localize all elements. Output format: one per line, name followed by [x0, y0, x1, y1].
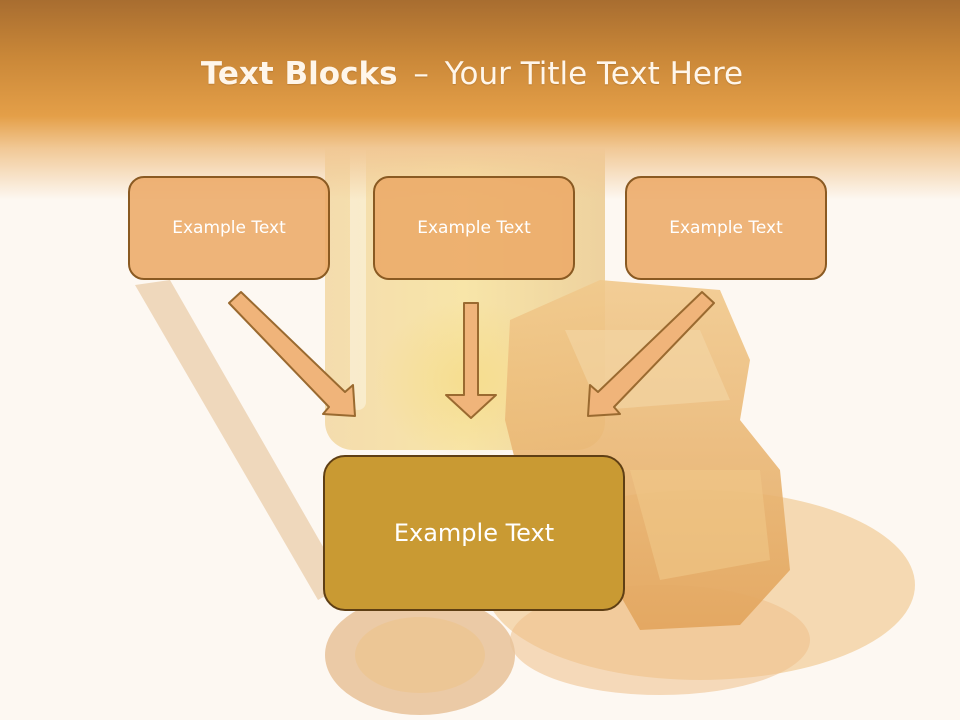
main-text-block-label: Example Text [393, 519, 555, 547]
text-block-3[interactable]: Example Text [625, 176, 827, 280]
arrow-down-right-icon [228, 291, 356, 417]
slide-title: Text Blocks – Your Title Text Here [0, 56, 944, 92]
arrow-down-icon [445, 302, 497, 419]
title-bar [0, 0, 960, 200]
title-rest: Your Title Text Here [444, 56, 744, 92]
title-bold: Text Blocks [200, 56, 398, 92]
text-block-2[interactable]: Example Text [373, 176, 575, 280]
title-dash: – [413, 56, 429, 92]
text-block-1-label: Example Text [172, 218, 286, 238]
text-block-2-label: Example Text [417, 218, 531, 238]
arrow-down-left-icon [587, 291, 715, 417]
main-text-block[interactable]: Example Text [323, 455, 625, 611]
text-block-1[interactable]: Example Text [128, 176, 330, 280]
text-block-3-label: Example Text [669, 218, 783, 238]
